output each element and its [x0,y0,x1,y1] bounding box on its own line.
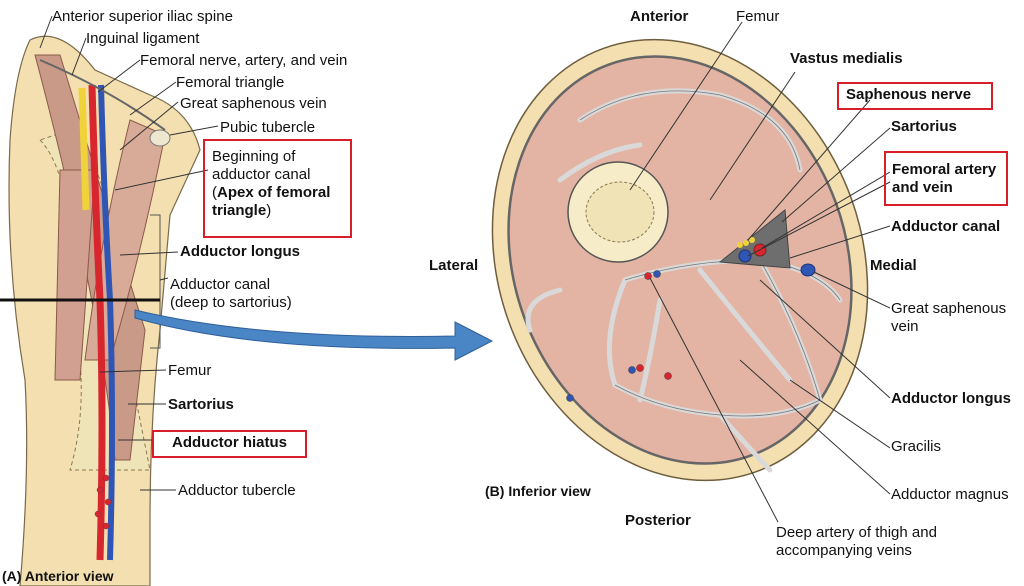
inguinal-ligament-line [39,59,166,131]
label-gsv-line2: vein [891,318,919,335]
femur-marrow [585,181,655,243]
femoral-vein-section [738,249,752,263]
panel-b-leaders [629,21,891,523]
label-femoral-triangle: Femoral triangle [176,74,285,91]
deep-artery-section [566,270,672,402]
panel-a-leaders [39,15,219,491]
label-deep-artery-line2: accompanying veins [776,542,912,559]
label-gsv-line1: Great saphenous [891,300,1007,317]
label-adductor-longus-b: Adductor longus [891,390,1011,407]
panel-b-cross-section [491,21,891,523]
label-deep-artery-line1: Deep artery of thigh and [776,524,937,541]
adductor-canal-bracket [150,214,161,349]
label-adductor-magnus: Adductor magnus [891,486,1009,503]
highlight-apex-femoral-triangle [203,139,352,238]
label-adductor-hiatus: Adductor hiatus [172,434,287,451]
label-adductor-canal-a: Adductor canal (deep to sartorius) [170,276,292,312]
label-great-saphenous-vein-a: Great saphenous vein [180,95,327,112]
label-femoral-av-line2: and vein [892,179,953,196]
label-beginning-line2: adductor canal [212,166,311,183]
label-apex-line1: (Apex of femoral [212,184,330,202]
label-adductor-canal-b: Adductor canal [891,218,1001,235]
label-femur-a: Femur [168,362,212,379]
label-saphenous-nerve: Saphenous nerve [846,86,972,103]
label-apex-bold1: Apex of femoral [217,184,331,201]
label-femoral-av-line1: Femoral artery [892,161,997,178]
label-adductor-canal-line1: Adductor canal [170,276,271,293]
label-deep-artery-thigh: Deep artery of thigh and accompanying ve… [776,524,937,560]
label-sartorius-a: Sartorius [168,396,234,413]
label-anterior: Anterior [630,8,689,25]
label-medial: Medial [870,257,917,274]
great-saphenous-vein-section [800,263,816,277]
label-beginning-line1: Beginning of [212,148,296,165]
label-vastus-medialis: Vastus medialis [790,50,903,67]
highlight-saphenous-nerve [837,82,993,110]
view-arrow [134,309,494,361]
caption-panel-b: (B) Inferior view [485,483,591,499]
label-lateral: Lateral [429,257,479,274]
label-adductor-tubercle: Adductor tubercle [178,482,296,499]
highlight-femoral-artery-vein [884,151,1008,206]
label-apex-line2: triangle) [212,202,330,220]
paren-open: ( [212,184,217,201]
femoral-nerve [78,87,90,211]
caption-panel-a: (A) Anterior view [2,568,114,584]
label-femur-b: Femur [736,8,780,25]
label-femoral-nerve-artery-vein: Femoral nerve, artery, and vein [140,52,348,69]
paren-close: ) [266,202,272,219]
label-great-saphenous-vein-b: Great saphenous vein [891,300,1006,336]
saphenous-nerve-section [743,240,749,246]
label-beginning-adductor-canal: Beginning of adductor canal (Apex of fem… [212,148,330,220]
label-femoral-artery-vein: Femoral artery and vein [892,161,996,197]
label-sartorius-b: Sartorius [891,118,957,135]
highlight-adductor-hiatus [152,430,307,458]
label-posterior: Posterior [625,512,691,529]
panel-a-thigh [0,15,219,586]
label-adductor-canal-line2: (deep to sartorius) [170,294,292,311]
label-adductor-longus-a: Adductor longus [180,243,300,260]
label-apex-bold2: triangle [212,202,267,219]
label-pubic-tubercle: Pubic tubercle [220,119,316,136]
pubic-tubercle [149,129,171,147]
genicular-vessels [94,474,112,530]
label-gracilis: Gracilis [891,438,942,455]
label-anterior-superior-iliac-spine: Anterior superior iliac spine [52,8,233,25]
label-inguinal-ligament: Inguinal ligament [86,30,200,47]
adductor-canal-triangle [718,209,791,269]
